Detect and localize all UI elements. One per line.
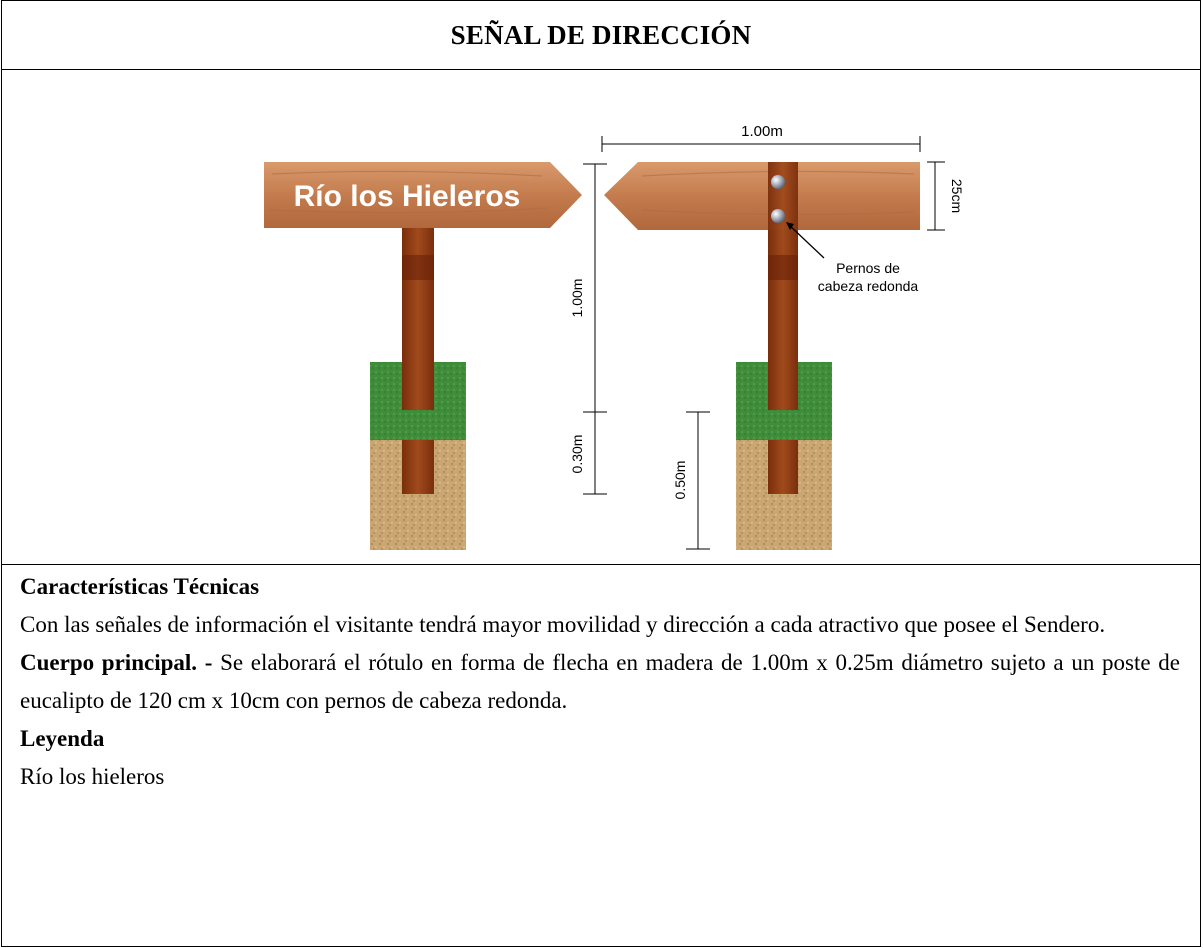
sign-diagram: Río los Hieleros Pernos de cabeza redond… (264, 123, 965, 550)
post-right-buried (768, 440, 798, 494)
bolt-icon (771, 209, 785, 223)
dim-depth-right: 0.50m (672, 461, 688, 500)
title-cell: SEÑAL DE DIRECCIÓN (2, 1, 1200, 70)
figure-cell: Río los Hieleros Pernos de cabeza redond… (2, 70, 1200, 565)
bolt-icon (771, 175, 785, 189)
tech-heading: Características Técnicas (20, 574, 260, 599)
dim-post-height: 1.00m (569, 279, 585, 318)
main-body-paragraph: Cuerpo principal. - Se elaborará el rótu… (20, 644, 1180, 720)
body-text: Se elaborará el rótulo en forma de flech… (20, 650, 1180, 713)
post-left (402, 220, 434, 410)
arrow-board-left (264, 162, 582, 228)
dim-board-height: 25cm (949, 179, 965, 213)
tech-body: Con las señales de información el visita… (20, 612, 1106, 637)
text-section: Características Técnicas Con las señales… (20, 568, 1180, 796)
dim-depth-left: 0.30m (569, 435, 585, 474)
body-label: Cuerpo principal. - (20, 650, 213, 675)
arrow-board-right (604, 162, 920, 230)
bolts-label-1: Pernos de (836, 260, 900, 276)
page-title: SEÑAL DE DIRECCIÓN (450, 19, 752, 50)
sign-text: Río los Hieleros (294, 180, 521, 213)
dim-width: 1.00m (741, 123, 783, 140)
post-left-buried (402, 440, 434, 494)
legend-heading: Leyenda (20, 726, 105, 751)
legend-text: Río los hieleros (20, 764, 165, 789)
bolts-label-2: cabeza redonda (818, 278, 919, 294)
